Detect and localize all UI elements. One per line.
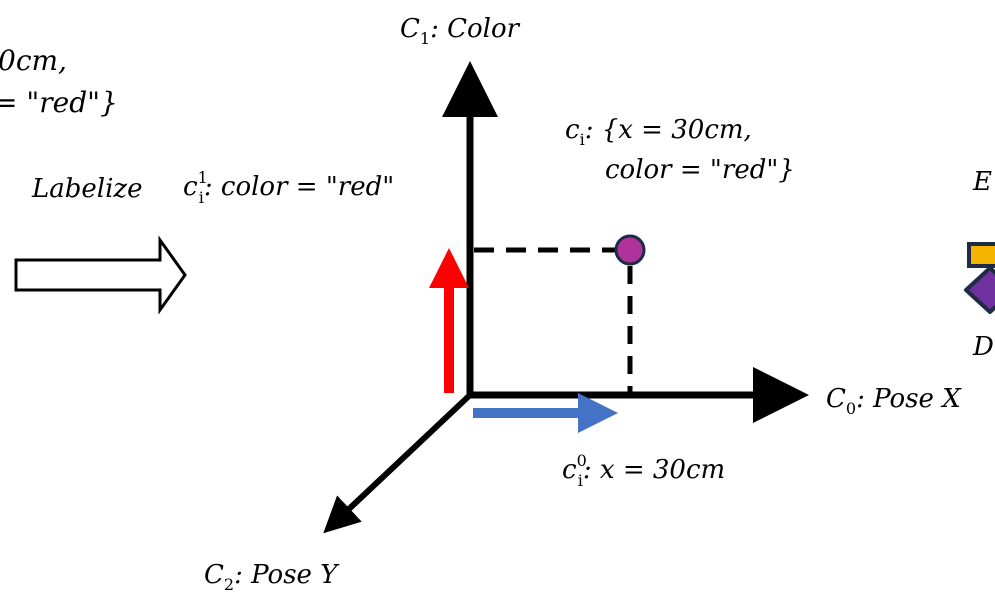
right-fragment-diamond-icon: [964, 266, 995, 314]
component-x-sub: i: [578, 471, 583, 490]
component-color-sub: i: [199, 188, 204, 207]
axis-c2-pose-y: [323, 392, 473, 534]
left-fragment-line2: = "red"}: [0, 86, 118, 119]
component-color-base: c: [183, 172, 198, 202]
right-fragment-letter-e: E: [972, 167, 992, 197]
component-x-base: c: [562, 455, 577, 485]
component-color-sup: 1: [198, 168, 208, 187]
component-color-text: : color = "red": [204, 172, 394, 202]
axis-label-c0: C0: Pose X: [826, 384, 962, 418]
axis-label-c0-text: : Pose X: [856, 384, 962, 414]
point-label-line2: color = "red"}: [605, 155, 795, 185]
point-label-line1-text: : {x = 30cm,: [585, 115, 752, 145]
right-fragment-letter-d: D: [972, 332, 994, 362]
point-label-base: c: [565, 115, 580, 145]
labelize-arrow-icon: [14, 235, 187, 315]
axis-label-c2-base: C: [204, 560, 224, 590]
axis-label-c1-sub: 1: [420, 29, 430, 48]
component-x-sup: 0: [577, 451, 587, 470]
axis-label-c2-sub: 2: [224, 575, 234, 594]
labelize-label: Labelize: [31, 174, 143, 204]
data-point: [614, 234, 646, 266]
right-fragment-square-icon: [967, 242, 995, 268]
component-x-text: : x = 30cm: [583, 455, 725, 485]
axis-label-c2: C2: Pose Y: [204, 560, 340, 594]
axis-label-c0-base: C: [826, 384, 846, 414]
axis-label-c0-sub: 0: [846, 399, 856, 418]
left-fragment-line1: 0cm,: [0, 44, 67, 77]
axis-label-c1-base: C: [400, 14, 420, 44]
axis-label-c1-text: : Color: [430, 14, 521, 44]
point-label-sub: i: [580, 130, 585, 149]
axis-label-c2-text: : Pose Y: [234, 560, 340, 590]
axis-label-c1: C1: Color: [400, 14, 521, 48]
point-label-line1: ci: {x = 30cm,: [565, 115, 752, 149]
